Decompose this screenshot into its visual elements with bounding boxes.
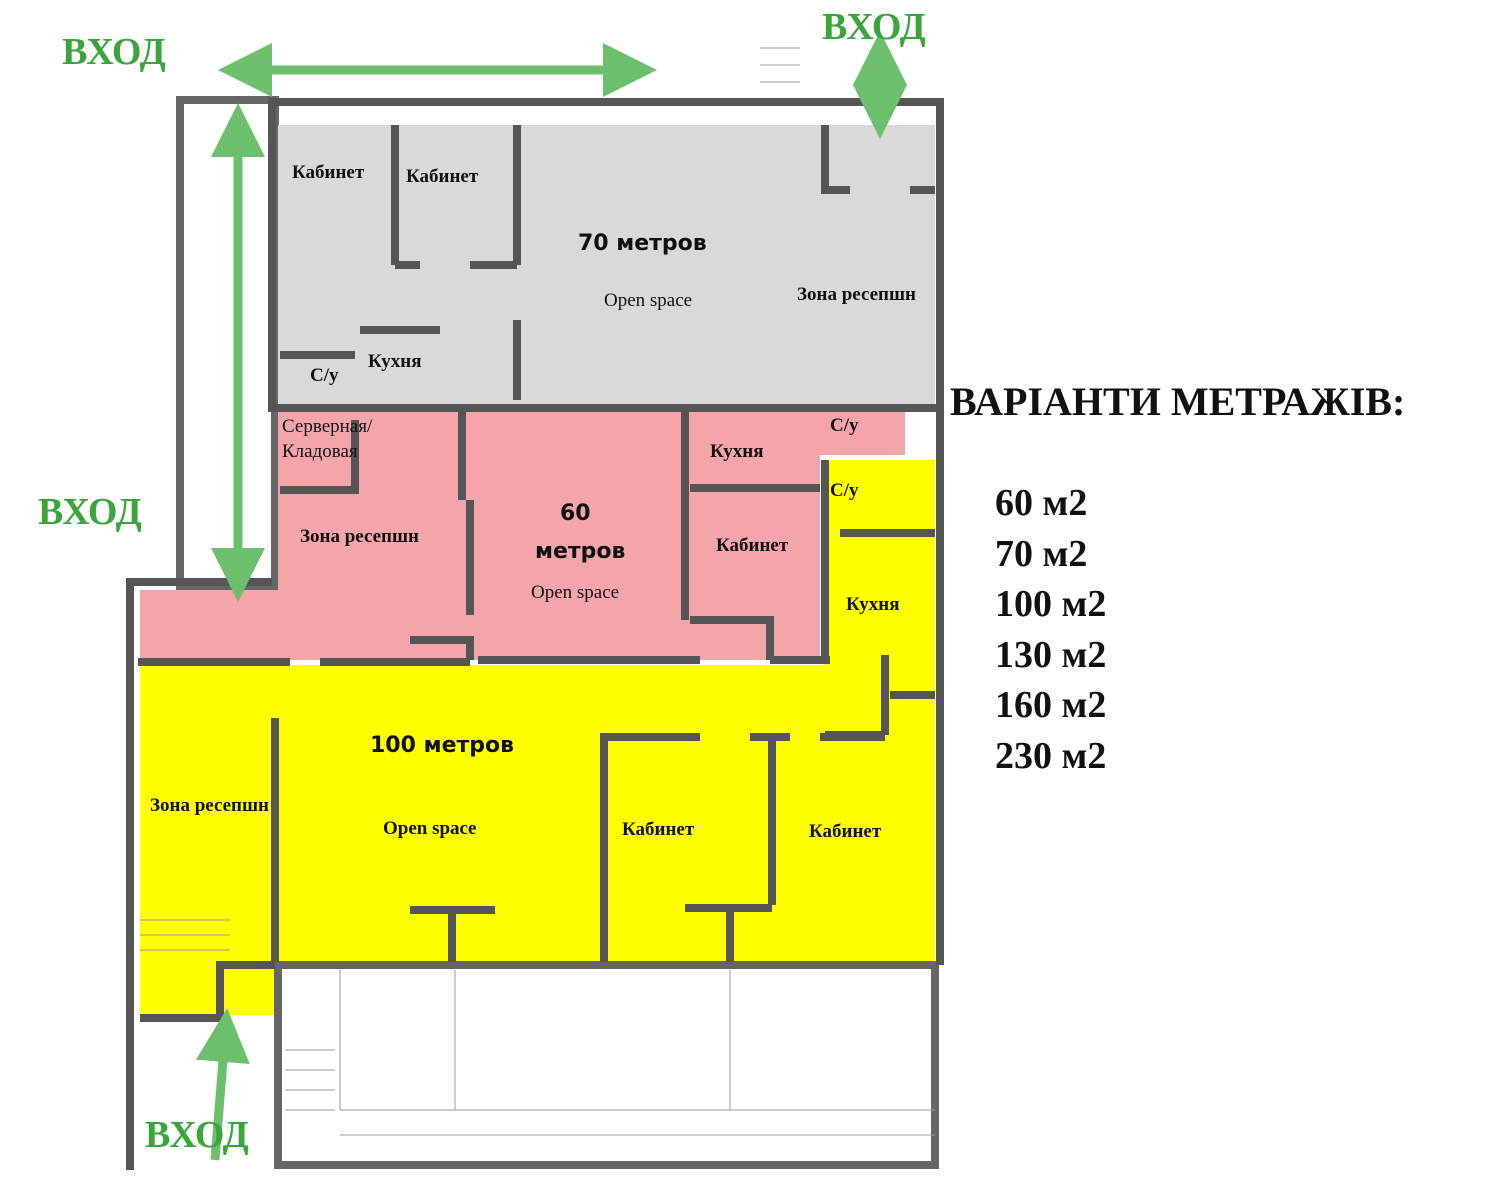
entry-label-bottom: ВХОД (145, 1114, 249, 1156)
legend-option: 60 м2 (995, 482, 1088, 524)
legend-option: 100 м2 (995, 583, 1107, 625)
legend-option: 230 м2 (995, 734, 1107, 777)
room-open-space: Open space (604, 290, 693, 311)
lower-hall (274, 961, 939, 1169)
unit-size-number: 60 (560, 501, 591, 526)
legend-option: 130 м2 (995, 633, 1107, 676)
room-open-space: Open space (383, 818, 477, 839)
unit-size-label: 70 метров (578, 231, 707, 256)
entry-arrows (195, 30, 907, 1161)
room-kitchen: Кухня (710, 441, 764, 462)
room-kitchen: Кухня (846, 594, 900, 615)
arrow-bottom (195, 1008, 250, 1161)
entry-label-top-right: ВХОД (822, 6, 926, 48)
room-open-space: Open space (531, 582, 620, 603)
unit-60-area (140, 410, 905, 660)
room-reception: Зона ресепшн (300, 526, 419, 547)
room-wc: С/у (830, 415, 859, 436)
room-server: Серверная/ (282, 416, 373, 437)
room-wc: С/у (830, 480, 859, 501)
room-wc: С/у (310, 365, 339, 386)
room-kitchen: Кухня (368, 351, 422, 372)
unit-size-unit: метров (535, 539, 626, 564)
legend-title: ВАРІАНТИ МЕТРАЖІВ: (950, 379, 1406, 424)
unit-size-label: 100 метров (370, 733, 515, 758)
legend-option: 70 м2 (995, 532, 1088, 575)
unit-70-area (278, 125, 935, 405)
room-office: Кабинет (622, 819, 695, 840)
unit-100-area (140, 460, 935, 1015)
walls (126, 98, 944, 1170)
legend-options: 60 м2 70 м2 100 м2 130 м2 160 м2 230 м2 (995, 478, 1106, 781)
stairs (140, 47, 935, 1136)
room-office: Кабинет (809, 821, 882, 842)
room-reception: Зона ресепшн (150, 795, 269, 816)
room-office: Кабинет (716, 535, 789, 556)
entry-label-left: ВХОД (38, 491, 142, 533)
room-storage: Кладовая (282, 441, 358, 462)
legend-option: 160 м2 (995, 684, 1107, 726)
entry-label-top-left: ВХОД (62, 31, 166, 73)
room-reception: Зона ресепшн (797, 284, 916, 305)
left-corridor (176, 96, 279, 594)
room-office: Кабинет (406, 166, 479, 187)
room-office: Кабинет (292, 162, 365, 183)
